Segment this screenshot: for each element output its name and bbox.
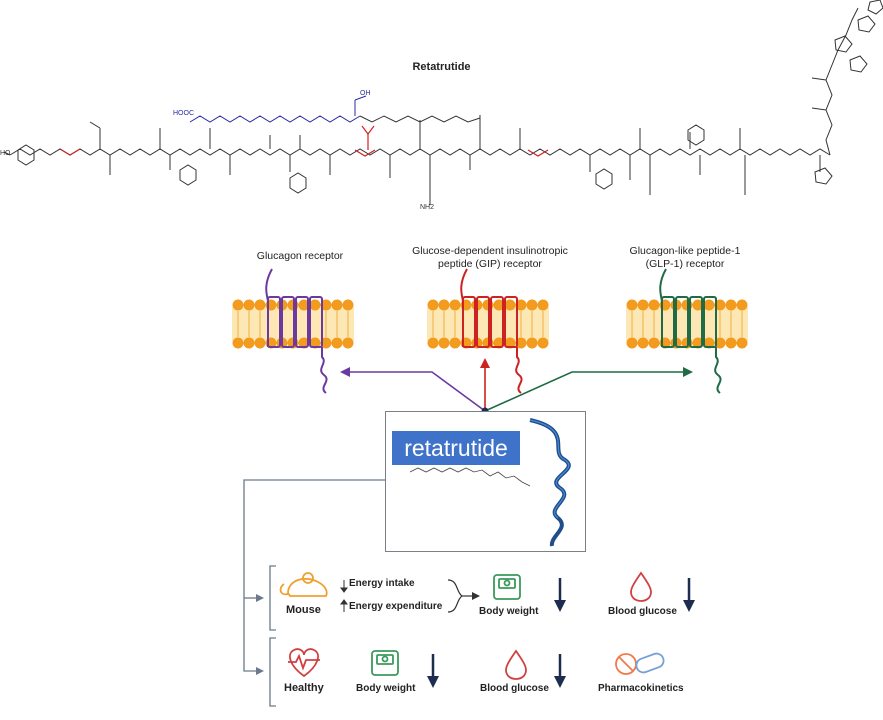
nh2-label: NH2 (420, 204, 435, 211)
receptor-glp1-label: Glucagon-like peptide-1(GLP-1) receptor (629, 245, 741, 270)
energy-brace (447, 579, 480, 613)
drop-icon-healthy (505, 649, 527, 680)
mouse-icon (279, 572, 328, 597)
down-arrows (427, 578, 695, 688)
mouse-label: Mouse (286, 604, 321, 616)
molecule-title: Retatrutide (412, 61, 471, 73)
chemical-structure (3, 0, 883, 205)
pharmacokinetics-label: Pharmacokinetics (598, 683, 684, 694)
drug-label: retatrutide (392, 431, 520, 465)
receptor-glucagon-label: Glucagon receptor (256, 250, 344, 262)
healthy-blood-glucose-label: Blood glucose (480, 683, 549, 694)
glp1-receptor (625, 268, 749, 394)
mouse-body-weight-label: Body weight (479, 606, 539, 617)
scale-icon-mouse (493, 574, 521, 600)
glucagon-receptor (231, 268, 355, 394)
mouse-blood-glucose-label: Blood glucose (608, 606, 677, 617)
scale-icon-healthy (371, 650, 399, 676)
energy-expenditure-label: Energy expenditure (349, 601, 443, 612)
energy-arrows (340, 580, 348, 612)
heart-icon (288, 648, 320, 678)
drop-icon-mouse (630, 571, 652, 602)
energy-intake-label: Energy intake (349, 578, 415, 589)
acid-label: HOOC (173, 110, 194, 117)
healthy-label: Healthy (284, 682, 324, 694)
healthy-body-weight-label: Body weight (356, 683, 416, 694)
connector-lines (243, 479, 385, 707)
ho-label: HO (0, 150, 11, 157)
pills-icon (615, 652, 665, 675)
gip-receptor (426, 268, 550, 394)
oh-label: OH (360, 90, 371, 97)
